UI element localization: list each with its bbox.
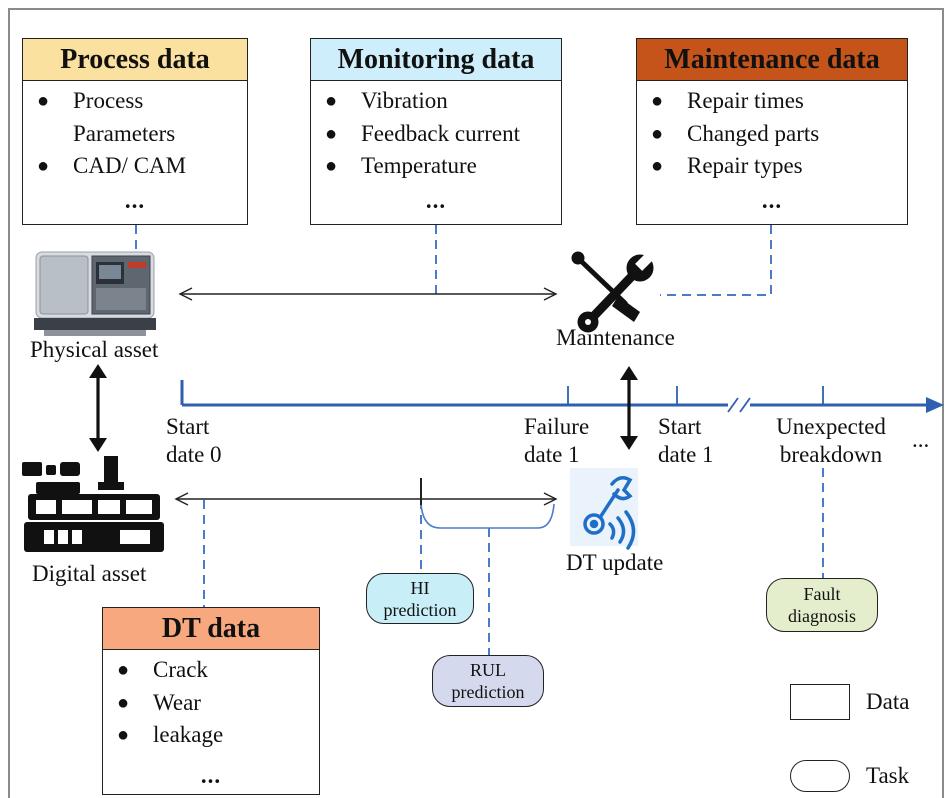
start-date-0-label: Start date 0: [166, 414, 222, 467]
physical-asset-label: Physical asset: [30, 337, 159, 362]
maintenance-data-title: Maintenance data: [637, 39, 907, 81]
maintenance-data-list: ●Repair times ●Changed parts ●Repair typ…: [637, 81, 907, 183]
prediction-bracket: [420, 503, 555, 529]
fault-diagnosis-task: Fault diagnosis: [766, 578, 878, 632]
list-item: Parameters: [73, 120, 176, 146]
timeline-ellipsis: ...: [912, 427, 930, 452]
digital-asset-label: Digital asset: [32, 561, 147, 586]
list-item: ●Process: [37, 88, 144, 113]
list-item: ●leakage: [117, 722, 224, 747]
maintenance-data-line: [660, 225, 772, 296]
thin-arrows: [174, 287, 558, 506]
process-data-title: Process data: [23, 39, 247, 81]
timeline-break: [727, 397, 751, 413]
legend-task-symbol: [790, 760, 850, 792]
legend-data-label: Data: [866, 689, 910, 714]
process-data-box: Process data ●Process Parameters ●CAD/ C…: [22, 38, 248, 225]
digital-asset-icon: [22, 456, 164, 552]
list-item: ●Changed parts: [651, 120, 820, 146]
list-item: ●Feedback current: [325, 120, 521, 146]
dashed-connectors: [135, 225, 824, 655]
monitoring-data-list: ●Vibration ●Feedback current ●Temperatur…: [311, 81, 561, 183]
list-item: ●Vibration: [325, 88, 448, 113]
dt-update-label: DT update: [566, 550, 664, 575]
monitoring-data-title: Monitoring data: [311, 39, 561, 81]
start-date-1-label: Start date 1: [658, 414, 714, 467]
list-item: ●Crack: [117, 657, 208, 682]
hi-prediction-task: HI prediction: [366, 573, 474, 624]
monitoring-data-box: Monitoring data ●Vibration ●Feedback cur…: [310, 38, 562, 225]
dt-data-title: DT data: [103, 608, 319, 650]
list-item: ●Temperature: [325, 153, 477, 178]
list-item: ●Repair times: [651, 88, 804, 113]
legend-data-symbol: [790, 684, 850, 720]
dt-update-icon: [570, 468, 638, 550]
legend-task-label: Task: [866, 763, 910, 788]
timeline-arrowhead: [926, 397, 944, 413]
more-indicator: ...: [425, 187, 447, 213]
process-data-list: ●Process Parameters ●CAD/ CAM: [23, 81, 247, 183]
dt-data-list: ●Crack ●Wear ●leakage: [103, 650, 319, 752]
list-item: ●Repair types: [651, 153, 803, 178]
cnc-machine-icon: [34, 251, 156, 336]
maintenance-data-box: Maintenance data ●Repair times ●Changed …: [636, 38, 908, 225]
unexpected-breakdown-label: Unexpected breakdown: [776, 414, 886, 467]
wrench-screwdriver-icon: [571, 251, 655, 333]
list-item: ●Wear: [117, 689, 201, 715]
timeline: [180, 380, 926, 407]
dt-data-box: DT data ●Crack ●Wear ●leakage ...: [102, 607, 320, 795]
more-indicator: ...: [761, 187, 783, 213]
maintenance-label: Maintenance: [556, 325, 675, 350]
outer-frame: [8, 8, 944, 798]
thick-arrows: [89, 364, 638, 452]
rul-prediction-task: RUL prediction: [432, 655, 544, 707]
more-indicator: ...: [124, 187, 146, 213]
list-item: ●CAD/ CAM: [37, 153, 187, 178]
more-indicator: ...: [200, 762, 222, 788]
failure-date-1-label: Failure date 1: [524, 414, 590, 467]
